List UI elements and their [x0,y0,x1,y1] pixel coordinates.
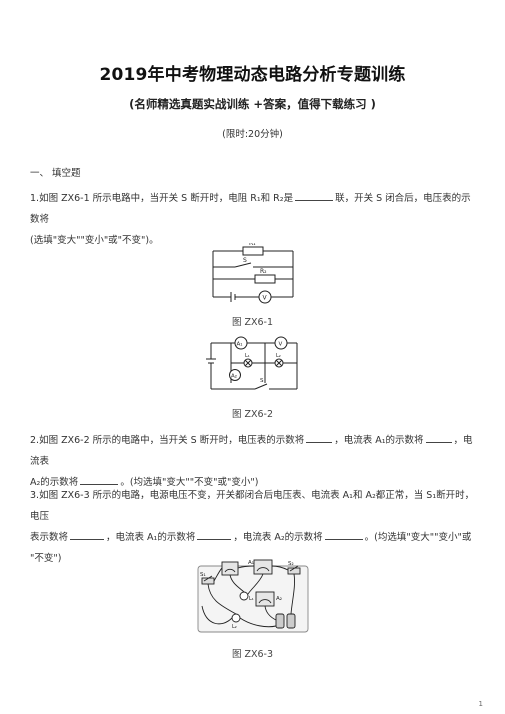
q2-text-1: 2.如图 ZX6-2 所示的电路中，当开关 S 断开时，电压表的示数将 [30,435,305,446]
q1-text-1: 1.如图 ZX6-1 所示电路中，当开关 S 断开时，电阻 R₁和 R₂是 [30,193,294,204]
figure-caption-3: 图 ZX6-3 [231,649,274,660]
q2-blank-3[interactable] [80,474,119,485]
ammeter-a2 [229,369,241,381]
battery-2 [286,613,296,629]
lamp-l2 [231,613,241,623]
q3-blank-2[interactable] [197,529,232,540]
label-a1: A₁ [248,560,254,566]
q3-blank-1[interactable] [70,529,105,540]
label-l1: L₁ [245,353,250,359]
ammeter-a1 [253,559,273,575]
label-s2: S₂ [288,561,294,567]
q3-text-1: 3.如图 ZX6-3 所示的电路，电源电压不变，开关都闭合后电压表、电流表 A₁… [30,490,475,522]
label-s: S [243,257,247,264]
label-s1: S₁ [200,572,206,578]
label-l2: L₂ [232,624,237,630]
switch-s [254,383,268,390]
resistor-r1 [242,246,264,256]
q3-text-4: ，电流表 A₂的示数将 [233,532,323,543]
question-2: 2.如图 ZX6-2 所示的电路中，当开关 S 断开时，电压表的示数将 ，电流表 … [30,430,480,493]
label-r2: R₂ [260,268,267,275]
q2-blank-1[interactable] [306,432,333,443]
label-r1: R₁ [249,243,256,247]
battery-1 [275,613,285,629]
q3-text-5: 。(均选填"变大""变小"或 [364,532,472,543]
meter-top-left [221,561,239,576]
lamp-l1 [239,591,249,601]
figure-caption-1: 图 ZX6-1 [231,317,274,328]
q1-text-2: 联，开关 S 闭合后，电压表的示数将 [30,193,471,225]
label-a2: A₂ [231,374,237,380]
label-l2: L₂ [276,353,281,359]
voltmeter [274,336,288,350]
q2-blank-2[interactable] [425,432,452,443]
q3-blank-3[interactable] [324,529,363,540]
switch-s [234,262,252,268]
figure-zx6-2: A₁ V L₁ L₂ A₂ S [206,336,298,390]
figure-caption-2: 图 ZX6-2 [231,409,274,420]
figure-zx6-3: S₁ S₂ A₁ A₂ L₁ L₂ [197,559,309,633]
page-number: 1 [478,700,483,708]
question-1: 1.如图 ZX6-1 所示电路中，当开关 S 断开时，电阻 R₁和 R₂是联，开… [30,188,480,251]
label-v: V [279,342,283,348]
q3-text-6: "不变") [30,553,62,564]
q2-text-5: 。(均选填"变大""不变"或"变小") [120,477,259,488]
q2-text-4: A₂的示数将 [30,477,79,488]
q2-text-2: ，电流表 A₁的示数将 [334,435,424,446]
q1-blank-1[interactable] [295,190,334,201]
ammeter-a1 [234,336,248,350]
label-v: V [263,295,268,302]
label-s: S [260,378,264,384]
resistor-r2 [254,274,276,284]
q2-text-3: ，电流表 [30,435,473,467]
document-subtitle: (名师精选真题实战训练 +答案，值得下载练习 ) [129,97,376,111]
question-3: 3.如图 ZX6-3 所示的电路，电源电压不变，开关都闭合后电压表、电流表 A₁… [30,485,480,569]
label-a2: A₂ [276,596,282,602]
q3-text-2: 表示数将 [30,532,69,543]
figure-zx6-1: R₁ S R₂ V [212,243,294,304]
q3-text-3: ，电流表 A₁的示数将 [106,532,196,543]
time-limit: (限时:20分钟) [222,129,283,140]
document-title: 2019年中考物理动态电路分析专题训练 [99,65,406,85]
q1-text-3: (选填"变大""变小"或"不变")。 [30,235,159,246]
label-a1: A₁ [237,342,243,348]
ammeter-a2 [255,591,275,607]
label-l1: L₁ [249,596,254,602]
section-heading: 一、 填空题 [30,168,81,179]
